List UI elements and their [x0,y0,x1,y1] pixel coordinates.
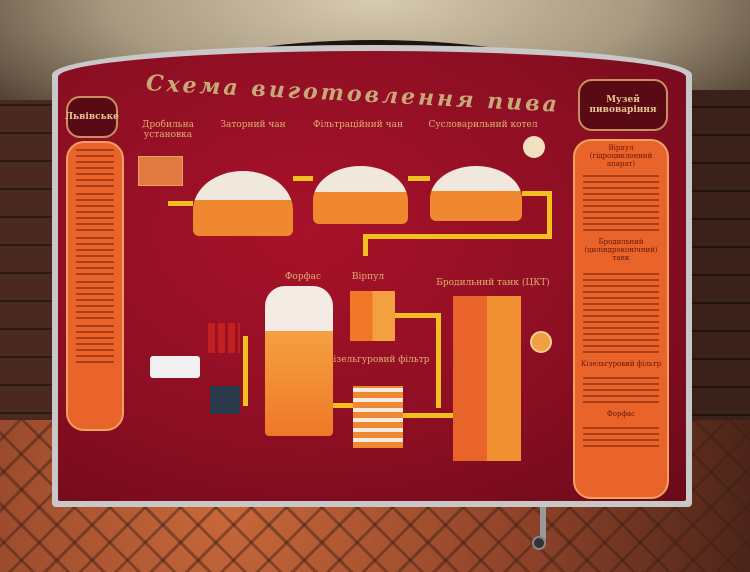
info-text [76,323,114,363]
stand-leg [540,490,546,540]
pipe [293,176,313,181]
forfas-illustration [265,286,333,436]
label-lauter-tun: Фільтраційний чан [313,120,403,130]
right-info-panel: Вірпул (гідроциклонний апарат) Бродильни… [573,139,669,499]
stand-wheel [532,536,546,550]
beer-cans-illustration [210,386,240,414]
pipe [522,191,552,196]
label-kieselguhr-filter: Кізельгуровий фільтр [326,355,430,365]
pipe [403,413,453,418]
beer-bottles-illustration [208,323,240,353]
section-heading: Бродильний (циліндроконічний) танк [584,238,658,263]
info-text [76,279,114,319]
pipe [408,176,430,181]
pipe [395,313,440,318]
info-text [76,191,114,231]
section-heading: Вірпул (гідроциклонний апарат) [589,144,653,169]
info-text [76,147,114,187]
whirlpool-illustration [350,291,395,341]
board-panel: Схема виготовлення пива Львівське Музей … [58,51,686,501]
label-fermenter: Бродильний танк (ЦКТ) [436,278,550,288]
info-text [76,235,114,275]
lauter-tun-illustration [313,166,408,224]
brewing-museum-logo: Музей пивоваріння [578,79,668,131]
brewing-scheme-board: Схема виготовлення пива Львівське Музей … [52,45,692,507]
section-heading: Форфас [606,410,636,419]
pipe [333,403,353,408]
pipe [168,201,193,206]
pipe [363,234,368,256]
wort-kettle-illustration [430,166,522,221]
label-mill: Дробильна установка [142,120,194,140]
mash-tun-illustration [193,171,293,236]
info-text [583,375,659,404]
mill-illustration [138,156,183,186]
hops-icon [523,136,545,158]
label-forfas: Форфас [284,272,322,282]
delivery-truck-illustration [150,356,200,378]
kieselguhr-filter-illustration [353,386,403,448]
label-mash-tun: Заторний чан [220,120,286,130]
pipe [547,191,552,239]
label-whirlpool: Вірпул [351,272,385,282]
info-text [583,175,659,232]
left-info-panel [66,141,124,431]
fermenter-illustration [453,296,521,461]
pipe [436,313,441,408]
info-text [583,425,659,448]
pipe [363,234,552,239]
yeast-icon [530,331,552,353]
label-wort-kettle: Сусловарильний котел [428,120,538,130]
section-heading: Кізельгуровий фільтр [580,360,662,369]
board-title: Схема виготовлення пива [145,70,561,118]
lvivske-logo: Львівське [65,96,119,138]
info-text [583,269,659,354]
pipe [243,336,248,406]
